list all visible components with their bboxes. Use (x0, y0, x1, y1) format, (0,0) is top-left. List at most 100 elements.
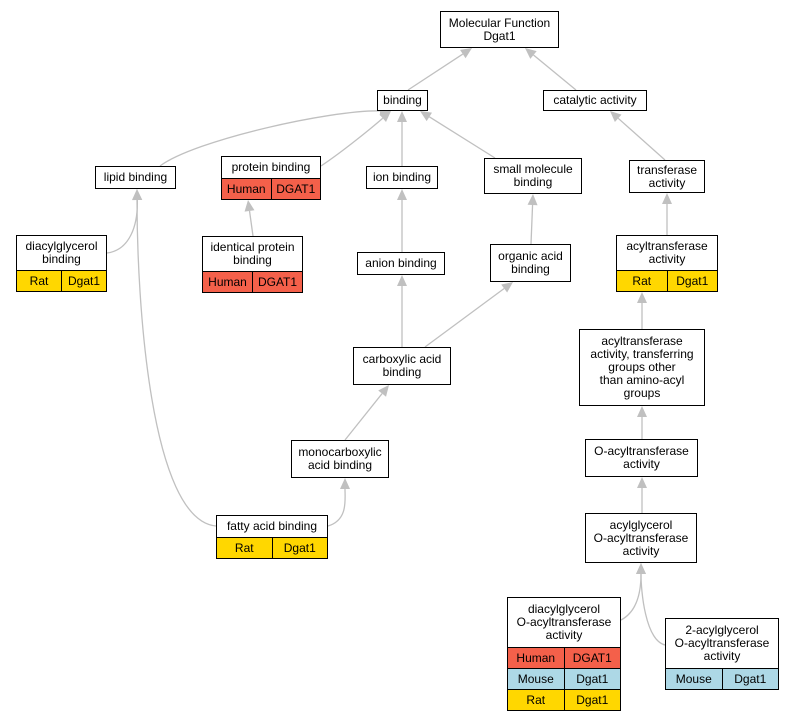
edge-smol-to-bind (428, 116, 496, 159)
term-label: binding (383, 93, 422, 107)
edge-tran-to-cat (617, 117, 666, 161)
term-label: O-acyltransferase activity (594, 444, 689, 471)
edge-arrowhead (637, 406, 647, 417)
term-label: identical protein binding (210, 240, 295, 267)
edge-fatt-to-mono (327, 488, 346, 527)
edge-orga-to-smol (530, 204, 534, 245)
edge-lip-to-bind (159, 110, 381, 167)
edge-bind-to-mf (407, 53, 464, 91)
annotation-row: Rat Dgat1 (617, 270, 717, 291)
edge-arrowhead (501, 282, 513, 293)
edge-cat-to-mf (533, 54, 577, 91)
term-node-bind[interactable]: binding (377, 90, 428, 111)
term-label: monocarboxylic acid binding (298, 445, 382, 472)
annotation-row: Rat Dgat1 (508, 689, 620, 710)
term-node-ion[interactable]: ion binding (366, 166, 438, 189)
term-node-orga[interactable]: organic acid binding (490, 244, 571, 282)
annotation-row: Rat Dgat1 (17, 270, 106, 291)
term-node-cat[interactable]: catalytic activity (543, 90, 647, 111)
species-cell: Human (208, 275, 247, 289)
term-node-mf[interactable]: Molecular Function Dgat1 (440, 11, 559, 48)
edge-fatt-to-lip (136, 199, 217, 527)
edge-arrowhead (397, 189, 407, 200)
edge-arrowhead (397, 111, 407, 122)
annotation-row: Rat Dgat1 (217, 537, 327, 558)
edge-diac-to-lip (106, 199, 138, 254)
annotation-row: Mouse Dgat1 (508, 668, 620, 689)
term-label: lipid binding (103, 170, 168, 184)
species-cell: Rat (526, 693, 546, 707)
term-node-mono[interactable]: monocarboxylic acid binding (291, 440, 389, 478)
gene-cell: DGAT1 (252, 272, 302, 292)
term-label: ion binding (372, 170, 432, 184)
gene-cell: DGAT1 (563, 648, 621, 668)
edge-iden-to-prot (248, 210, 254, 237)
term-label: small molecule binding (493, 162, 573, 189)
term-label: carboxylic acid binding (362, 352, 442, 379)
annotation-row: Mouse Dgat1 (666, 668, 778, 689)
edge-mono-to-carb (344, 393, 383, 441)
term-node-aglo[interactable]: acylglycerol O-acyltransferase activity (585, 513, 697, 563)
edge-arrowhead (662, 193, 672, 204)
annotation-row: Human DGAT1 (508, 647, 620, 668)
term-label: protein binding (231, 160, 311, 174)
term-label: transferase activity (636, 162, 698, 190)
annotation-row: Human DGAT1 (222, 178, 320, 199)
term-node-tran[interactable]: transferase activity (629, 160, 705, 193)
gene-cell: Dgat1 (666, 271, 718, 291)
term-label: diacylglycerol O-acyltransferase activit… (516, 602, 612, 642)
term-label: acyltransferase activity, transferring g… (590, 334, 694, 400)
term-label: fatty acid binding (226, 519, 318, 533)
species-cell: Rat (234, 541, 254, 555)
term-label: organic acid binding (498, 249, 563, 276)
term-node-smol[interactable]: small molecule binding (484, 158, 582, 194)
annotation-row: Human DGAT1 (203, 271, 302, 292)
species-cell: Rat (29, 274, 49, 288)
term-node-dgao[interactable]: diacylglycerol O-acyltransferase activit… (507, 597, 621, 711)
term-node-twoa[interactable]: 2-acylglycerol O-acyltransferase activit… (665, 618, 779, 690)
edge-arrowhead (244, 200, 255, 212)
gene-cell: Dgat1 (61, 271, 106, 291)
gene-cell: Dgat1 (721, 669, 779, 689)
edge-arrowhead (637, 477, 647, 488)
term-label: acyltransferase activity (626, 239, 708, 266)
edge-dgao-to-aglo (620, 573, 642, 621)
species-cell: Mouse (675, 672, 712, 686)
edge-arrowhead (637, 292, 647, 303)
gene-cell: Dgat1 (563, 690, 621, 710)
edge-arrowhead (460, 48, 472, 59)
edge-carb-to-orga (424, 288, 505, 348)
term-node-oacy[interactable]: O-acyltransferase activity (585, 439, 698, 477)
term-node-anio[interactable]: anion binding (357, 252, 445, 275)
species-cell: Mouse (517, 672, 554, 686)
edge-arrowhead (525, 48, 537, 59)
edge-arrowhead (132, 189, 142, 200)
species-cell: Human (516, 651, 556, 665)
edge-arrowhead (420, 111, 432, 122)
gene-cell: Dgat1 (271, 538, 328, 558)
edge-arrowhead (610, 111, 622, 123)
term-node-carb[interactable]: carboxylic acid binding (353, 347, 451, 385)
term-label: 2-acylglycerol O-acyltransferase activit… (674, 623, 770, 663)
edge-arrowhead (340, 478, 350, 489)
term-label: acylglycerol O-acyltransferase activity (593, 517, 689, 558)
edge-arrowhead (397, 275, 407, 286)
edge-prot-to-bind (320, 117, 384, 167)
gene-cell: DGAT1 (270, 179, 321, 199)
edge-twoa-to-aglo (640, 573, 666, 646)
edge-arrowhead (378, 385, 389, 397)
term-node-lip[interactable]: lipid binding (95, 166, 176, 189)
edge-arrowhead (379, 111, 391, 123)
term-label: diacylglycerol binding (25, 239, 98, 266)
term-node-acyg[interactable]: acyltransferase activity, transferring g… (579, 329, 705, 406)
gene-cell: Dgat1 (563, 669, 621, 689)
species-cell: Rat (632, 274, 652, 288)
edge-arrowhead (636, 563, 646, 574)
species-cell: Human (226, 182, 266, 196)
term-label: catalytic activity (553, 93, 637, 107)
